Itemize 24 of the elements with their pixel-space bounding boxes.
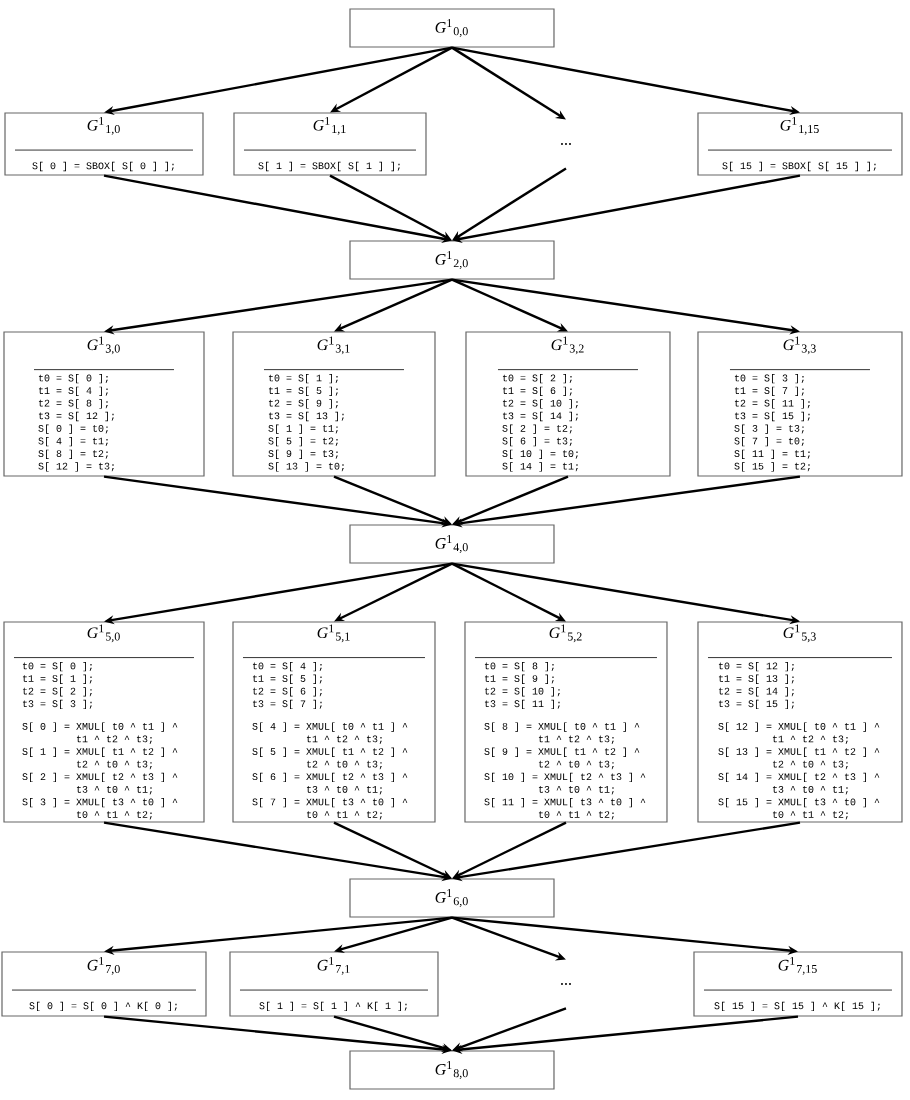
arrow [452,167,567,241]
process-box [349,524,555,564]
process-box [1,951,207,1017]
process-box [464,621,668,823]
process-box [349,8,555,48]
process-box [349,240,555,280]
process-box [465,331,671,477]
process-box [697,331,903,477]
process-box [4,112,204,176]
process-box [232,331,436,477]
ellipsis-text: ... [561,983,571,985]
process-box [3,331,205,477]
process-box [693,951,903,1017]
process-box [233,112,427,176]
ellipsis-text: ... [561,143,571,145]
process-box [349,1050,555,1090]
process-box [3,621,205,823]
arrow [330,46,453,113]
process-box [697,112,903,176]
process-box [229,951,439,1017]
process-box [232,621,436,823]
process-box [349,878,555,918]
arrow [451,46,566,120]
process-box [697,621,903,823]
